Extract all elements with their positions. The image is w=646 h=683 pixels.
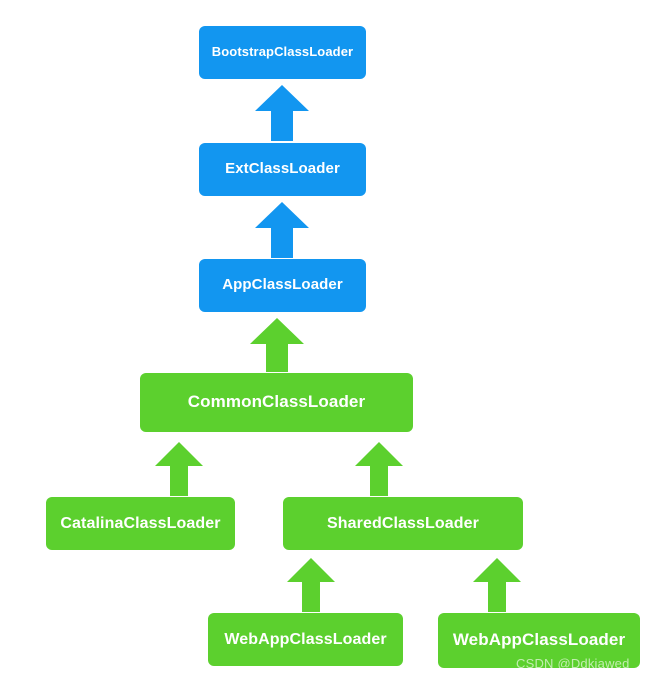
node-webapp-classloader-left[interactable]: WebAppClassLoader (208, 613, 403, 666)
arrow-up-icon-webapp-right-to-shared (473, 558, 521, 612)
node-label: ExtClassLoader (225, 160, 340, 178)
node-label: AppClassLoader (222, 276, 343, 294)
node-ext-classloader[interactable]: ExtClassLoader (199, 143, 366, 196)
arrow-up-icon-webapp-left-to-shared (287, 558, 335, 612)
node-label: CatalinaClassLoader (60, 514, 221, 532)
node-common-classloader[interactable]: CommonClassLoader (140, 373, 413, 432)
node-app-classloader[interactable]: AppClassLoader (199, 259, 366, 312)
arrow-up-icon-catalina-to-common (155, 442, 203, 496)
arrow-up-icon-common-to-app (250, 318, 304, 372)
node-label: WebAppClassLoader (452, 630, 626, 650)
arrow-up-icon-app-to-ext (255, 202, 309, 258)
node-label: BootstrapClassLoader (211, 44, 354, 60)
node-label: WebAppClassLoader (224, 630, 387, 648)
arrow-up-icon-ext-to-bootstrap (255, 85, 309, 141)
node-bootstrap-classloader[interactable]: BootstrapClassLoader (199, 26, 366, 79)
node-catalina-classloader[interactable]: CatalinaClassLoader (46, 497, 235, 550)
node-label: SharedClassLoader (327, 514, 479, 532)
watermark-text: CSDN @Ddkjawed (516, 656, 630, 671)
arrow-up-icon-shared-to-common (355, 442, 403, 496)
node-label: CommonClassLoader (187, 392, 366, 412)
node-shared-classloader[interactable]: SharedClassLoader (283, 497, 523, 550)
node-webapp-classloader-right[interactable]: WebAppClassLoader (438, 613, 640, 668)
